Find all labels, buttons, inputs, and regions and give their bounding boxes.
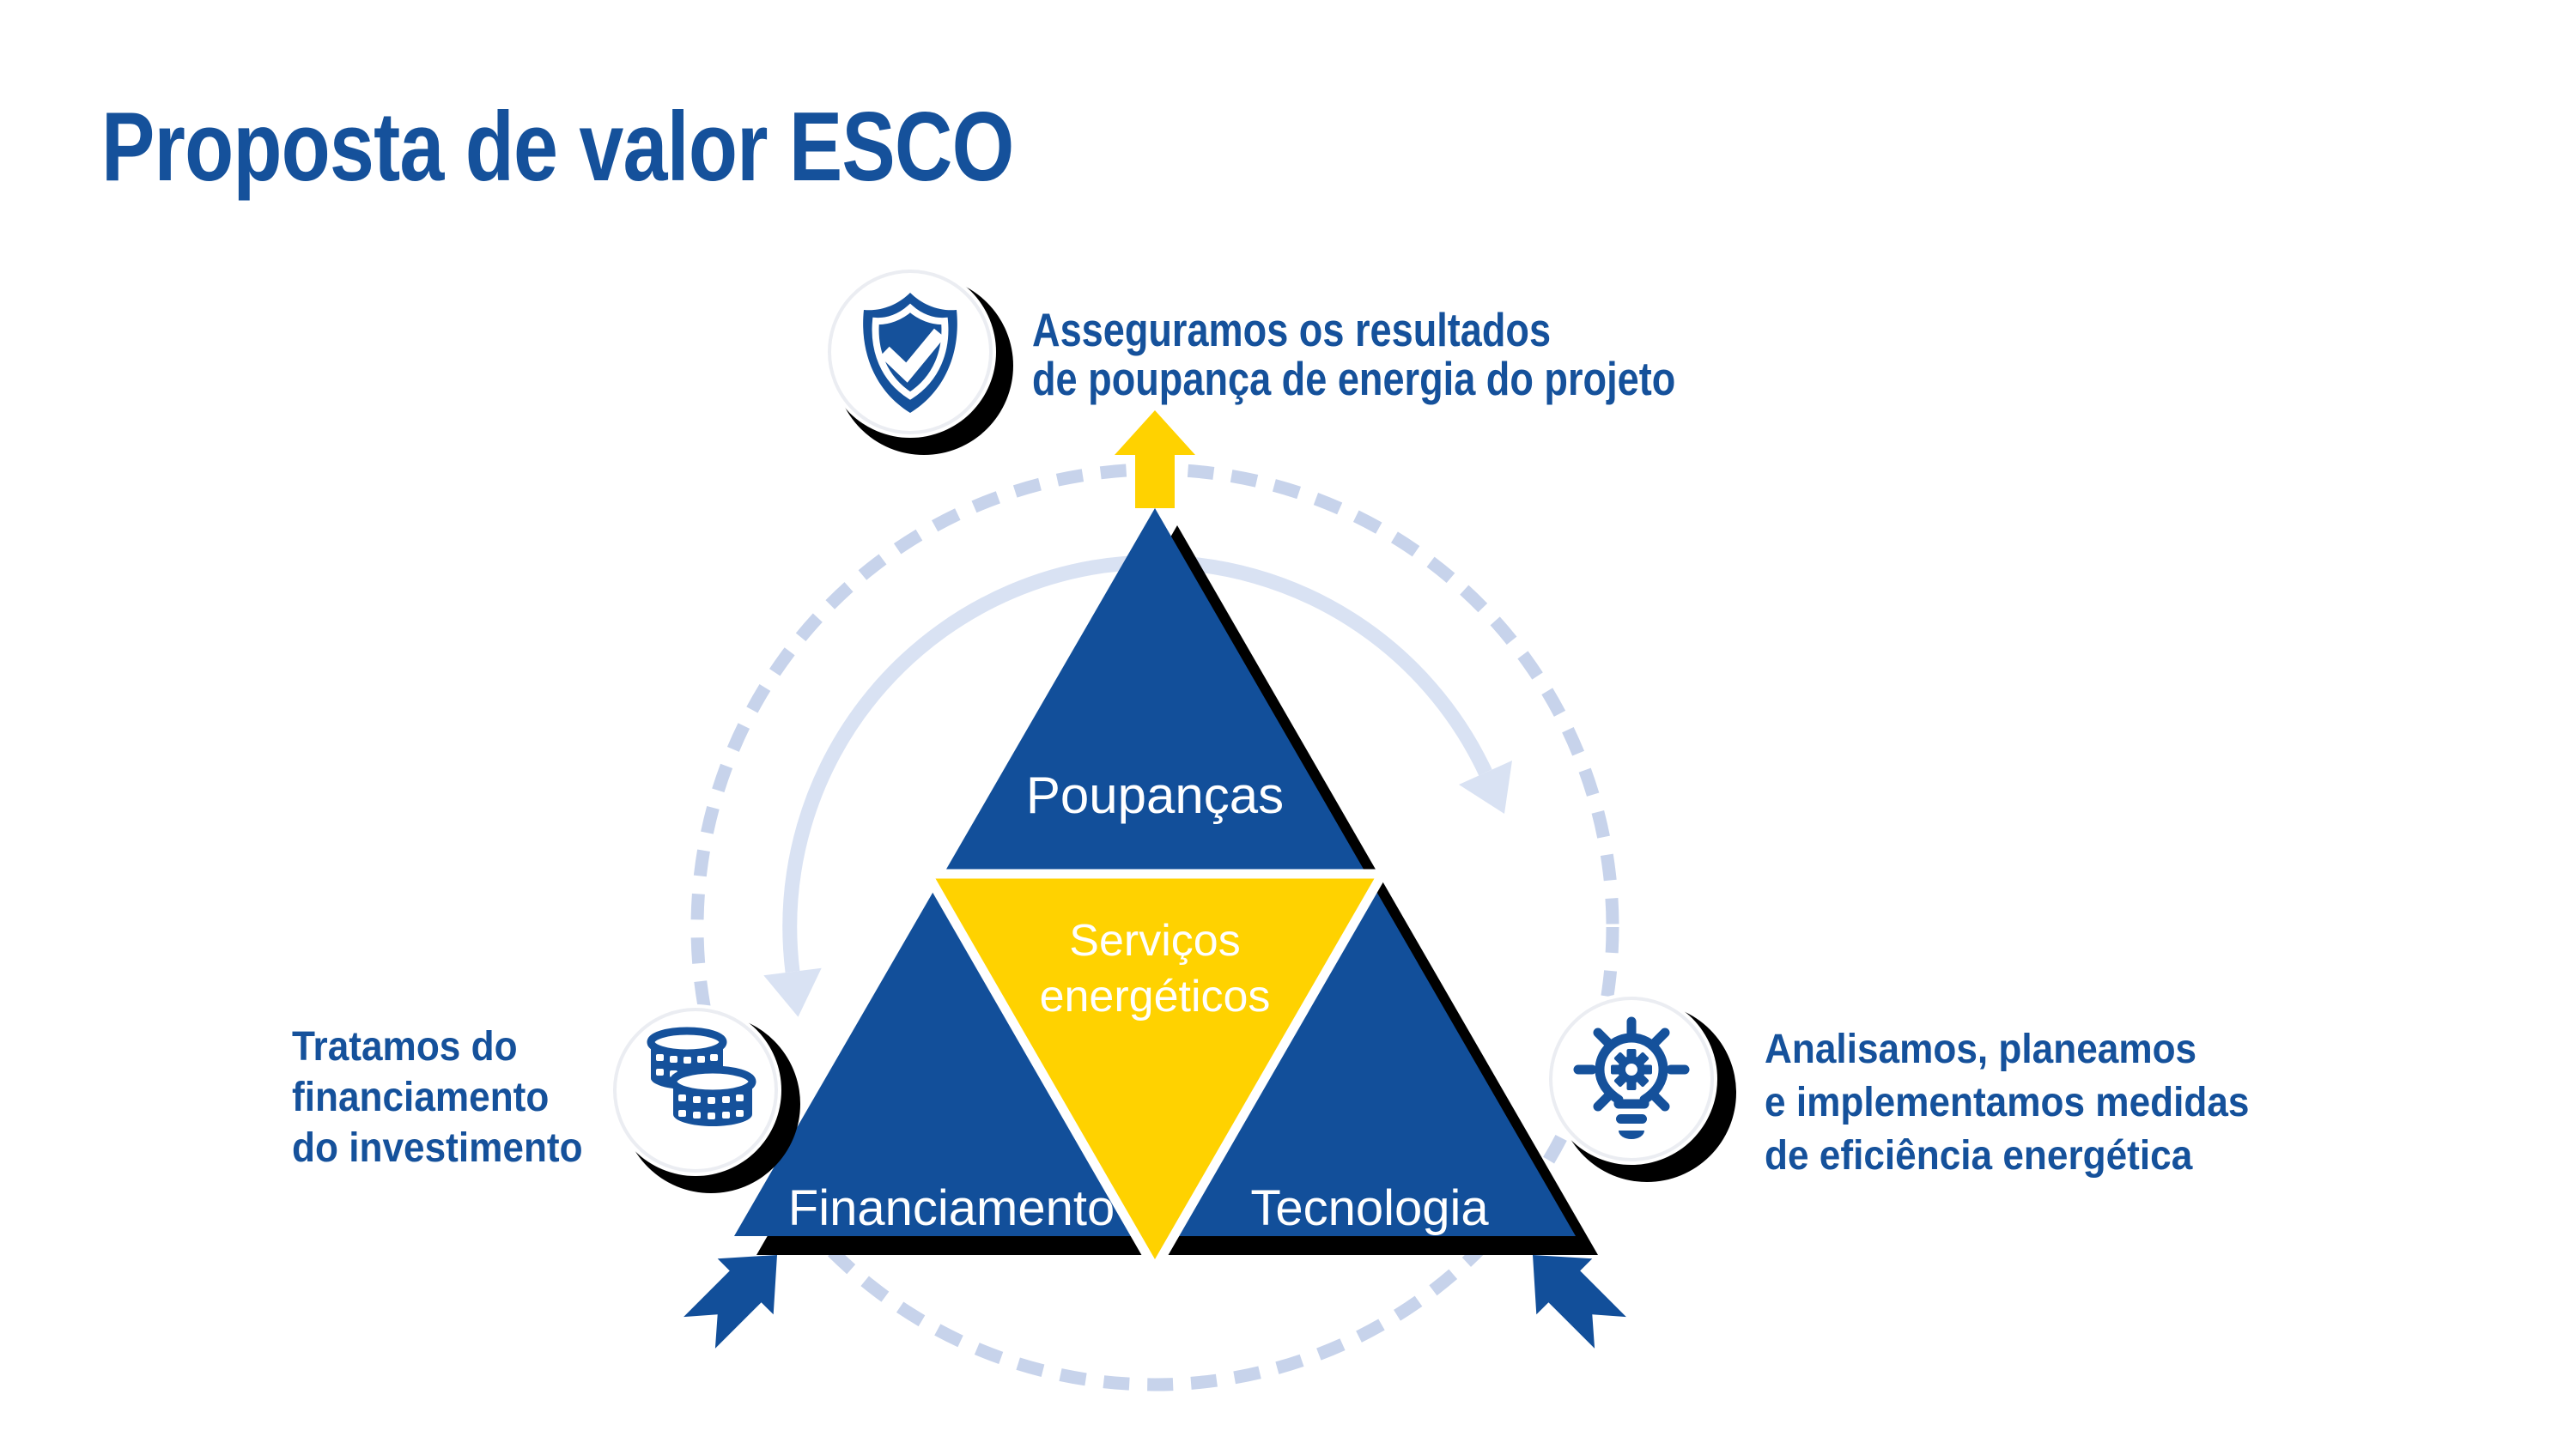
shield-check-icon	[863, 293, 957, 413]
flow-arc-left	[763, 555, 1156, 1017]
right-badge	[1546, 993, 1736, 1182]
annotation-left: Tratamos do financiamento do investiment…	[292, 1022, 583, 1173]
annotation-top: Asseguramos os resultados de poupança de…	[1032, 306, 1675, 403]
right-badge-ring	[1549, 997, 1714, 1161]
inner-yellow-triangle	[919, 869, 1391, 1279]
triangle-label-financiamento: Financiamento	[787, 1180, 1115, 1236]
bottom-right-arrow-icon	[1533, 1255, 1626, 1349]
bottom-left-arrow-icon	[683, 1255, 777, 1349]
annotation-right-line: de eficiência energética	[1765, 1133, 2193, 1179]
page-title: Proposta de valor ESCO	[101, 93, 1014, 202]
left-badge-ring	[613, 1008, 778, 1173]
top-badge-ring	[828, 270, 993, 434]
annotation-left-line: financiamento	[292, 1075, 550, 1120]
annotation-right-line: Analisamos, planeamos	[1765, 1027, 2197, 1072]
annotation-top-line: Asseguramos os resultados	[1032, 303, 1552, 356]
coins-icon	[647, 1027, 756, 1126]
flow-arrowhead-right-icon	[1459, 761, 1512, 814]
lightbulb-gear-icon	[1573, 1016, 1690, 1139]
annotation-left-line: Tratamos do	[292, 1024, 518, 1070]
up-arrow-icon	[1115, 410, 1195, 508]
top-badge	[824, 266, 1013, 455]
annotation-right: Analisamos, planeamos e implementamos me…	[1765, 1023, 2249, 1183]
flow-arc-right	[1154, 555, 1512, 814]
triangle-label-poupancas: Poupanças	[1025, 767, 1285, 824]
left-badge	[610, 1004, 800, 1193]
annotation-right-line: e implementamos medidas	[1765, 1080, 2250, 1125]
flow-arrowhead-left-icon	[763, 967, 822, 1017]
triangle-label-tecnologia: Tecnologia	[1250, 1180, 1489, 1236]
triangle-label-servicos-line: energéticos	[1039, 972, 1271, 1022]
triangle-label-servicos-energeticos: Serviços energéticos	[1040, 913, 1271, 1025]
triangle-label-servicos-line: Serviços	[1069, 916, 1241, 966]
annotation-left-line: do investimento	[292, 1125, 583, 1171]
annotation-top-line: de poupança de energia do projeto	[1032, 352, 1676, 405]
